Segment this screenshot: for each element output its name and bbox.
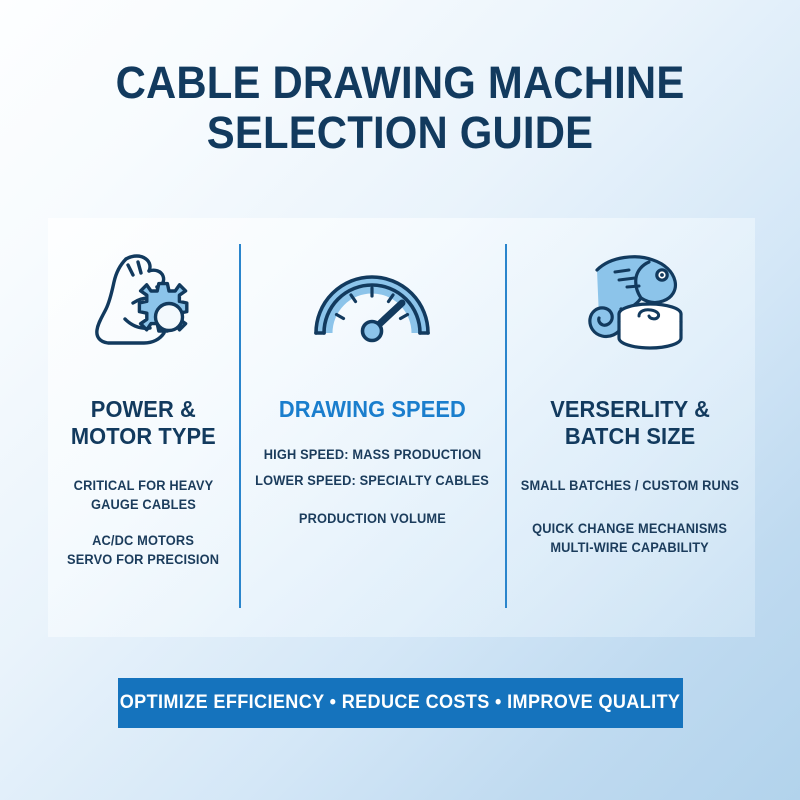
- column-body-line: QUICK CHANGE MECHANISMS: [532, 521, 728, 536]
- feature-card-panel: POWER & MOTOR TYPE CRITICAL FOR HEAVY GA…: [48, 218, 755, 637]
- column-body-block: CRITICAL FOR HEAVY GAUGE CABLES: [74, 476, 214, 514]
- column-body-line: SERVO FOR PRECISION: [67, 552, 220, 567]
- feature-columns: POWER & MOTOR TYPE CRITICAL FOR HEAVY GA…: [48, 218, 755, 637]
- call-to-action-banner: OPTIMIZE EFFICIENCY • REDUCE COSTS • IMP…: [118, 678, 683, 728]
- column-body-line: GAUGE CABLES: [91, 497, 197, 512]
- column-body-line: HIGH SPEED: MASS PRODUCTION: [263, 447, 481, 462]
- column-body-line: MULTI-WIRE CAPABILITY: [550, 540, 710, 555]
- column-heading-power-motor-type: POWER & MOTOR TYPE: [71, 396, 216, 450]
- banner-text: OPTIMIZE EFFICIENCY • REDUCE COSTS • IMP…: [120, 692, 681, 713]
- column-body-line: LOWER SPEED: SPECIALTY CABLES: [255, 473, 490, 488]
- column-heading-line-1: DRAWING SPEED: [278, 396, 466, 422]
- speed-gauge-icon: [310, 244, 434, 362]
- title-line-1: CABLE DRAWING MACHINE: [115, 57, 685, 108]
- column-body-line: AC/DC MOTORS: [92, 533, 195, 548]
- column-heading-drawing-speed: DRAWING SPEED: [279, 396, 466, 423]
- column-heading-line-2: MOTOR TYPE: [71, 423, 217, 449]
- column-heading-line-1: POWER &: [90, 396, 197, 422]
- column-body-line: CRITICAL FOR HEAVY: [73, 478, 214, 493]
- column-body-line: SMALL BATCHES / CUSTOM RUNS: [520, 478, 740, 493]
- chameleon-cable-coil-icon: [567, 244, 693, 362]
- column-heading-line-2: BATCH SIZE: [564, 423, 696, 449]
- column-heading-versatility-batch-size: VERSERLITY & BATCH SIZE: [550, 396, 710, 450]
- column-body-block: SMALL BATCHES / CUSTOM RUNS: [521, 476, 739, 495]
- column-body-block: PRODUCTION VOLUME: [299, 509, 446, 528]
- title-line-2: SELECTION GUIDE: [206, 107, 594, 158]
- column-body-block: LOWER SPEED: SPECIALTY CABLES: [255, 471, 489, 490]
- column-body-line: PRODUCTION VOLUME: [298, 511, 446, 526]
- flexed-bicep-gear-icon: [81, 244, 207, 362]
- column-body-block: AC/DC MOTORS SERVO FOR PRECISION: [67, 531, 219, 569]
- page-title: CABLE DRAWING MACHINE SELECTION GUIDE: [0, 58, 800, 158]
- column-body-block: HIGH SPEED: MASS PRODUCTION: [263, 445, 481, 464]
- feature-column-power-motor-type: POWER & MOTOR TYPE CRITICAL FOR HEAVY GA…: [48, 218, 239, 637]
- feature-column-versatility-batch-size: VERSERLITY & BATCH SIZE SMALL BATCHES / …: [505, 218, 755, 637]
- column-heading-line-1: VERSERLITY &: [550, 396, 710, 422]
- column-body-block: QUICK CHANGE MECHANISMS MULTI-WIRE CAPAB…: [533, 519, 728, 557]
- feature-column-drawing-speed: DRAWING SPEED HIGH SPEED: MASS PRODUCTIO…: [239, 218, 505, 637]
